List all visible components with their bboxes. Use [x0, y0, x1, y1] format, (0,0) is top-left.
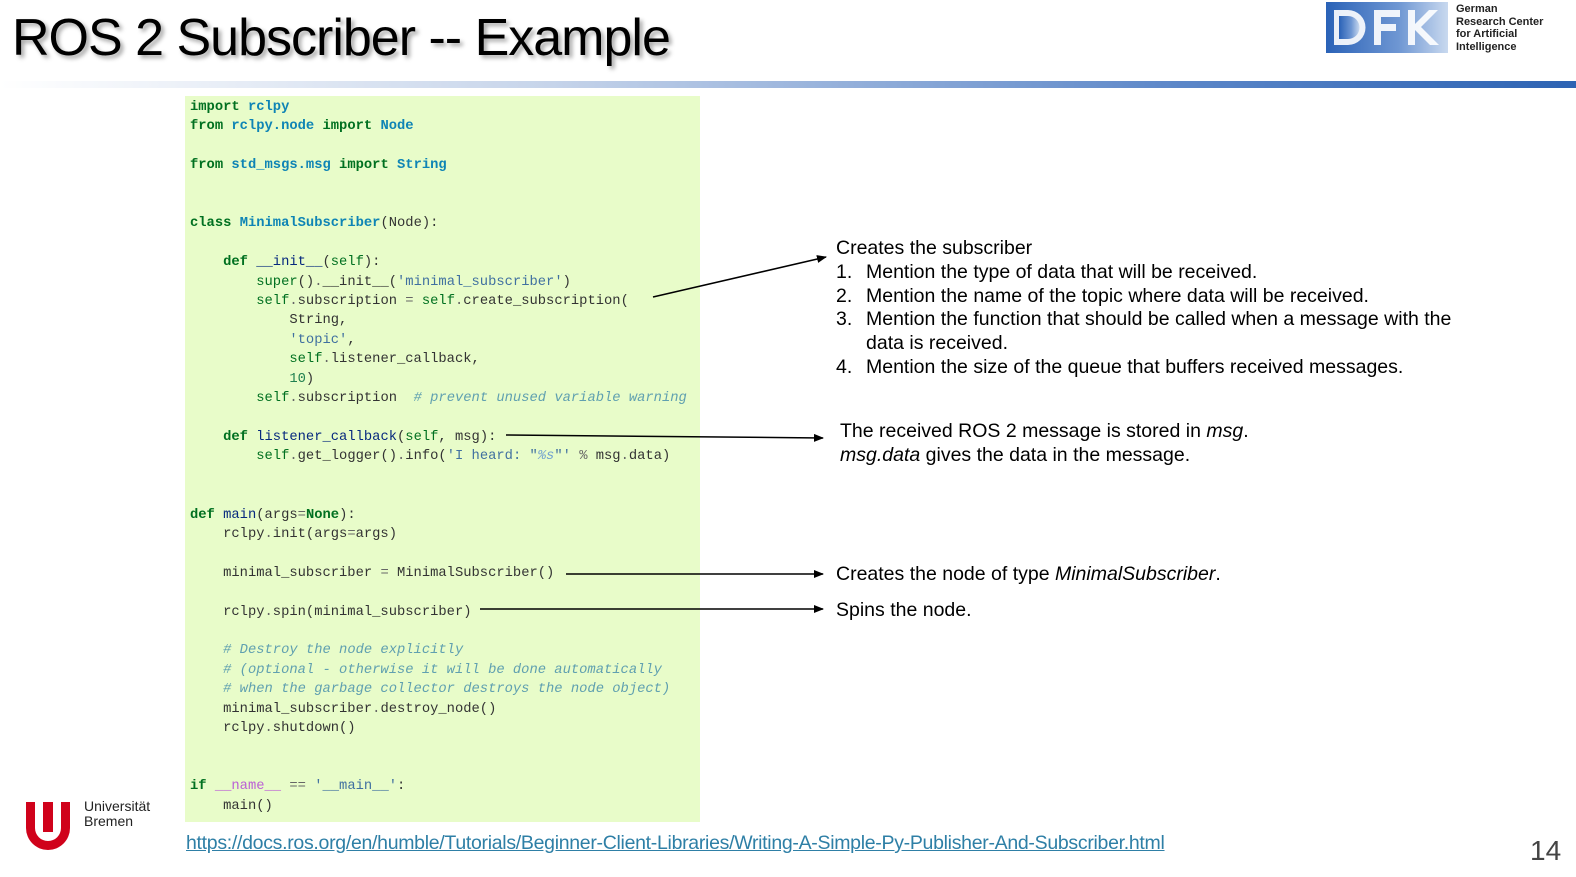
- annotation-subscriber: Creates the subscriber 1.Mention the typ…: [836, 237, 1451, 380]
- list-item: 2.Mention the name of the topic where da…: [836, 284, 1369, 307]
- code-block-background: [185, 96, 700, 822]
- dfki-name-line: for Artificial: [1456, 28, 1518, 40]
- university-name: Universität Bremen: [84, 799, 150, 829]
- university-name-line: Universität: [84, 798, 151, 814]
- dfki-name-line: Research Center: [1456, 15, 1544, 28]
- annotation-subscriber-list: 1.Mention the type of data that will be …: [836, 261, 1451, 380]
- annotation-emphasis: msg: [1206, 420, 1244, 442]
- annotation-callback-line1: The received ROS 2 message is stored in …: [840, 420, 1249, 444]
- annotation-text: .: [1243, 420, 1249, 442]
- title-underline-bar: [0, 81, 1576, 88]
- list-item-text: Mention the name of the topic where data…: [866, 284, 1369, 307]
- dfki-name-line: German: [1456, 3, 1498, 15]
- list-item: 4.Mention the size of the queue that buf…: [836, 355, 1404, 378]
- university-name-line: Bremen: [84, 813, 134, 829]
- list-item: 3.Mention the function that should be ca…: [836, 308, 1452, 355]
- annotation-text: gives the data in the message.: [920, 443, 1191, 466]
- annotation-text: The received ROS 2 message is stored in: [840, 420, 1207, 442]
- dfki-logo: [1326, 2, 1448, 53]
- annotation-callback-line2: msg.data gives the data in the message.: [840, 444, 1249, 468]
- list-item-text: Mention the type of data that will be re…: [866, 260, 1258, 283]
- annotation-text: Creates the node of type: [836, 563, 1055, 585]
- annotation-text: .: [1215, 563, 1221, 585]
- dfki-name-line: Intelligence: [1456, 40, 1517, 53]
- annotation-spin: Spins the node.: [836, 599, 972, 621]
- code-block: import rclpy from rclpy.node import Node…: [190, 100, 687, 814]
- list-item-text: Mention the function that should be call…: [866, 308, 1452, 331]
- annotation-callback: The received ROS 2 message is stored in …: [840, 420, 1249, 468]
- slide-title: ROS 2 Subscriber -- Example: [12, 9, 671, 67]
- annotation-emphasis: msg.data: [840, 443, 921, 466]
- annotation-subscriber-heading: Creates the subscriber: [836, 237, 1033, 259]
- list-item: 1.Mention the type of data that will be …: [836, 260, 1258, 283]
- page-number: 14: [1530, 835, 1562, 866]
- annotation-node: Creates the node of type MinimalSubscrib…: [836, 563, 1221, 587]
- university-bremen-logo: [26, 802, 70, 850]
- list-item-text-continuation: data is received.: [866, 332, 1008, 355]
- list-item-text: Mention the size of the queue that buffe…: [866, 355, 1404, 378]
- annotation-emphasis: MinimalSubscriber: [1054, 563, 1216, 585]
- dfki-name: German Research Center for Artificial In…: [1456, 3, 1566, 53]
- source-link[interactable]: https://docs.ros.org/en/humble/Tutorials…: [186, 832, 1165, 854]
